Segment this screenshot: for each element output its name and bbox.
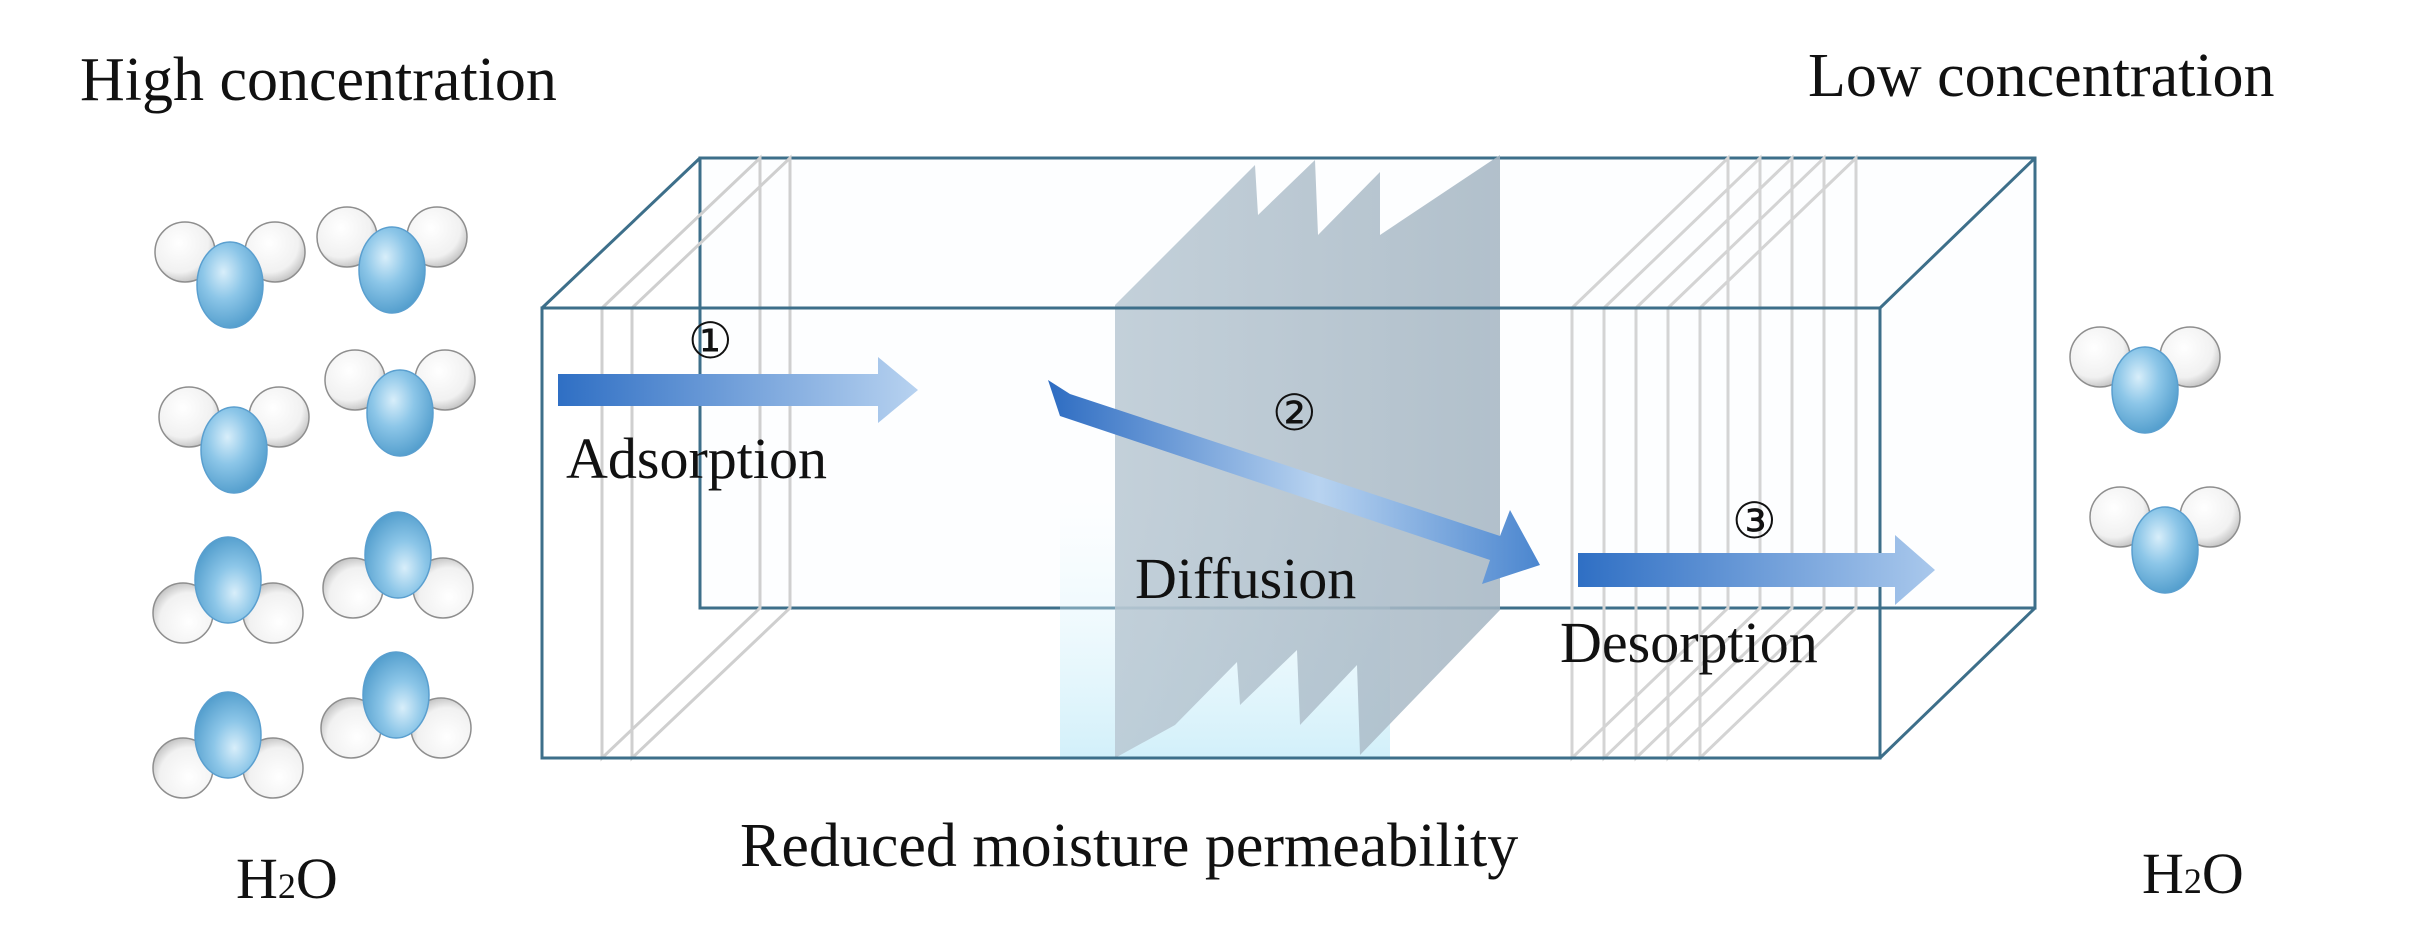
barrier-plate (1060, 155, 1500, 758)
desorption-arrow (1578, 535, 1935, 605)
h2o-left-o: O (296, 846, 338, 911)
h2o-right-h: H (2142, 841, 2184, 906)
adsorption-sheets (600, 154, 792, 762)
high-concentration-label: High concentration (80, 46, 557, 114)
h2o-left-h: H (236, 846, 278, 911)
step-2-label: Diffusion (1135, 546, 1356, 611)
low-concentration-label: Low concentration (1808, 42, 2275, 110)
diffusion-arrow (1048, 380, 1540, 584)
water-molecule-icon (152, 206, 476, 799)
h2o-left-label: H2O (236, 846, 338, 911)
step-3-number: ③ (1732, 492, 1777, 550)
h2o-right-o: O (2202, 841, 2244, 906)
desorption-sheets (1570, 154, 1858, 762)
adsorption-arrow (558, 357, 918, 423)
membrane-box-front (540, 306, 1882, 760)
h2o-left-subscript: 2 (278, 866, 296, 906)
caption-reduced-moisture-permeability: Reduced moisture permeability (740, 812, 1518, 880)
step-1-label: Adsorption (566, 426, 827, 491)
step-3-label: Desorption (1560, 610, 1818, 675)
water-molecule-icon (2069, 326, 2241, 594)
step-1-number: ① (688, 312, 733, 370)
h2o-right-subscript: 2 (2184, 861, 2202, 901)
h2o-right-label: H2O (2142, 841, 2244, 906)
step-2-number: ② (1272, 384, 1317, 442)
